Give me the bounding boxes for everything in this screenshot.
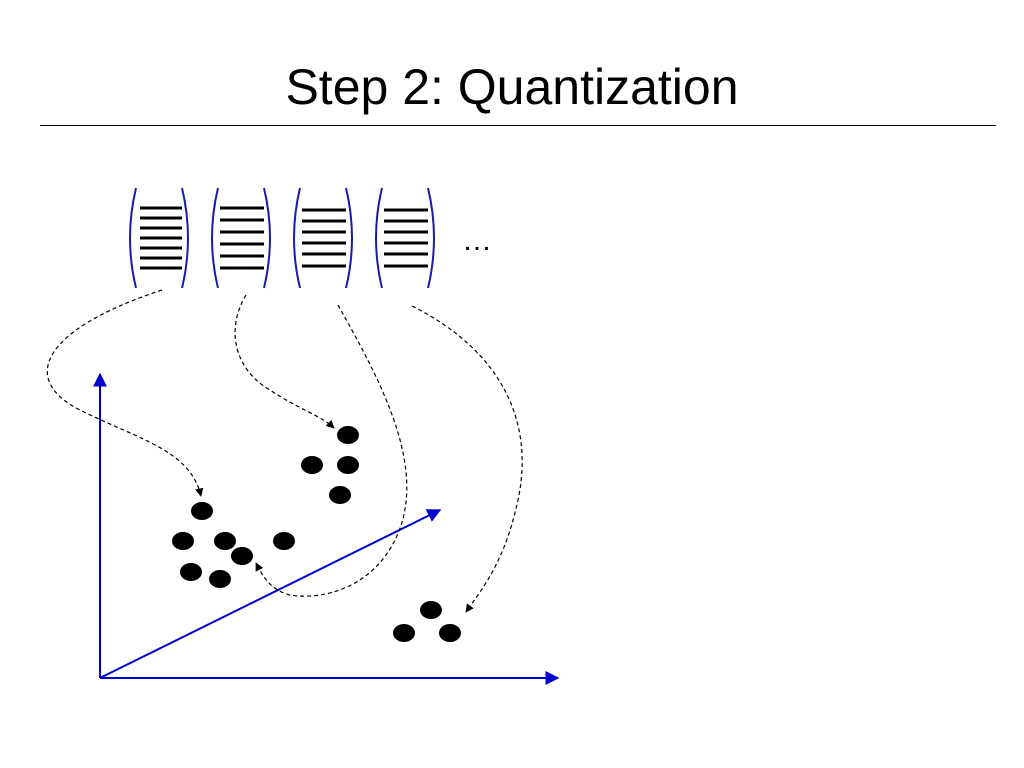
- data-point: [273, 532, 295, 550]
- left-bracket: [293, 187, 301, 289]
- data-point: [231, 547, 253, 565]
- data-point: [439, 624, 461, 642]
- cluster-bottom-left: [172, 502, 295, 588]
- data-point: [180, 563, 202, 581]
- data-point: [172, 532, 194, 550]
- feature-vectors: …: [129, 187, 492, 289]
- left-bracket: [375, 187, 383, 289]
- axes: [93, 372, 560, 685]
- left-bracket: [129, 187, 137, 289]
- data-point: [337, 456, 359, 474]
- vector-entries: [220, 206, 264, 270]
- cluster-upper-middle: [301, 426, 359, 504]
- feature-vector-3: [293, 187, 353, 289]
- right-bracket: [427, 187, 435, 289]
- data-point: [191, 502, 213, 520]
- data-point: [209, 570, 231, 588]
- data-point: [337, 426, 359, 444]
- vector-entries: [140, 206, 182, 270]
- arrow-vector-4-to-cluster: [411, 305, 523, 613]
- right-bracket: [181, 187, 189, 289]
- data-point: [329, 486, 351, 504]
- slide-title: Step 2: Quantization: [285, 59, 739, 115]
- right-bracket: [345, 187, 353, 289]
- vector-entries: [384, 208, 428, 268]
- feature-vector-2: [211, 187, 271, 289]
- left-bracket: [211, 187, 219, 289]
- vector-entries: [302, 208, 346, 268]
- arrow-vector-3-to-cluster: [255, 304, 408, 597]
- right-bracket: [263, 187, 271, 289]
- data-point: [214, 532, 236, 550]
- mapping-arrows: [46, 289, 523, 613]
- feature-vector-1: [129, 187, 189, 289]
- arrow-vector-2-to-cluster: [234, 294, 335, 429]
- title-divider: [40, 125, 996, 126]
- feature-vector-4: [375, 187, 435, 289]
- data-point: [393, 624, 415, 642]
- z-axis: [99, 509, 442, 679]
- data-point: [301, 456, 323, 474]
- cluster-bottom-right: [393, 601, 461, 642]
- arrow-vector-1-to-cluster: [46, 289, 204, 497]
- data-point: [420, 601, 442, 619]
- ellipsis: …: [462, 224, 492, 257]
